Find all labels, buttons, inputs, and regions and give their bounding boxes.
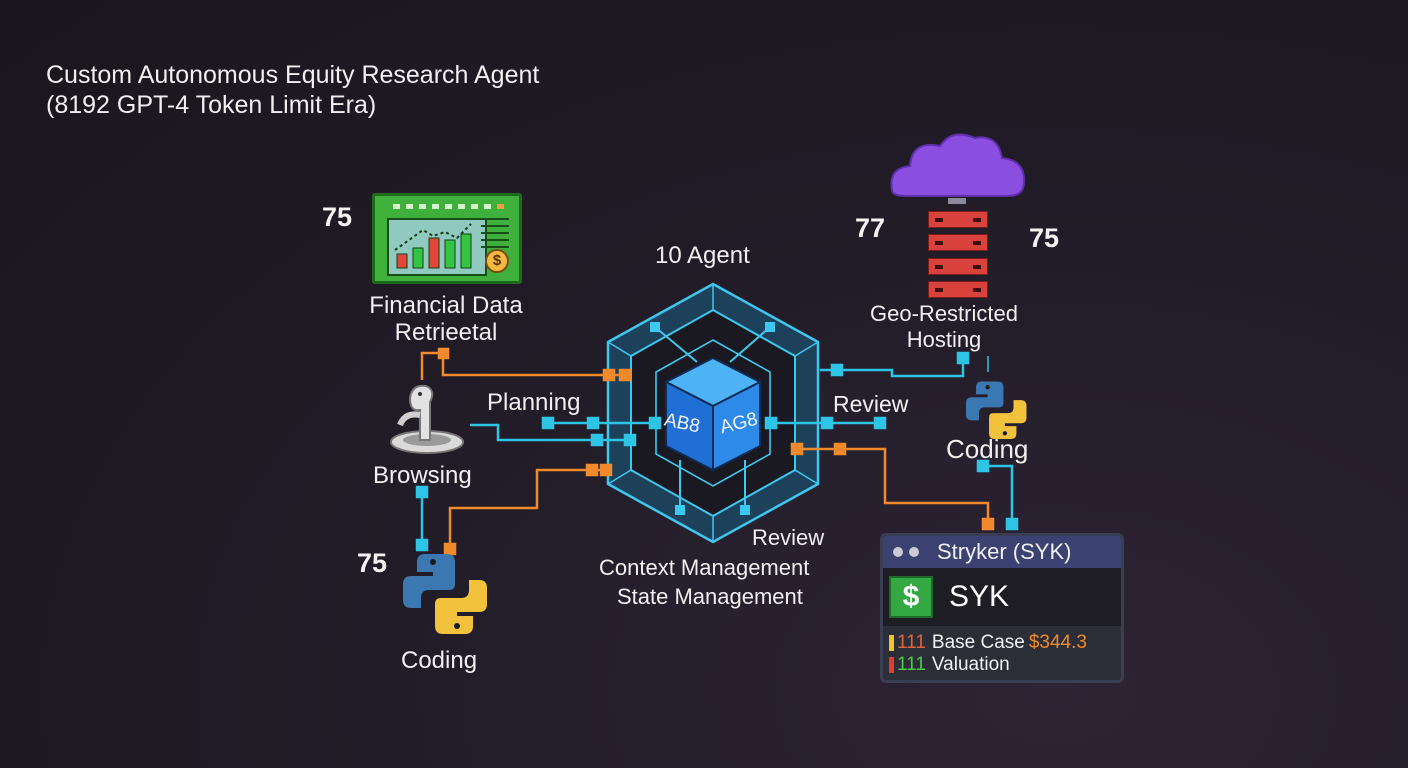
yellow-bar-icon bbox=[889, 635, 894, 651]
server-rack-icon bbox=[928, 211, 988, 228]
cyan-wires bbox=[415, 351, 1019, 552]
review-right-label: Review bbox=[833, 391, 909, 417]
red-bar-icon bbox=[889, 657, 894, 673]
planning-label: Planning bbox=[487, 389, 581, 416]
base-case-value: $344.3 bbox=[1028, 632, 1087, 653]
hosting-score-right: 75 bbox=[1029, 223, 1060, 253]
base-case-count: 111 bbox=[897, 632, 926, 653]
python-icon-right bbox=[966, 381, 1027, 440]
financial-score: 75 bbox=[322, 202, 353, 232]
review-bottom-label: Review bbox=[752, 525, 825, 550]
snake-icon bbox=[390, 384, 464, 454]
orange-wires bbox=[420, 347, 995, 556]
valuation-row: 111 Valuation bbox=[889, 654, 1121, 676]
hosting-score-left: 77 bbox=[855, 213, 886, 243]
state-management-label: State Management bbox=[617, 584, 803, 609]
coding-left-label: Coding bbox=[401, 647, 478, 674]
agent-cube bbox=[663, 356, 763, 472]
financial-label: Financial Data Retrieetal bbox=[369, 292, 523, 346]
window-dot-icon bbox=[909, 547, 919, 557]
base-case-label: Base Case bbox=[931, 632, 1025, 653]
dollar-coin-icon: $ bbox=[485, 249, 509, 273]
valuation-label: Valuation bbox=[931, 654, 1010, 675]
title-line-1: Custom Autonomous Equity Research Agent bbox=[46, 61, 540, 89]
base-case-row: 111 Base Case $344.3 bbox=[889, 632, 1121, 654]
stock-card-header: Stryker (SYK) bbox=[883, 536, 1121, 568]
browsing-label: Browsing bbox=[373, 462, 472, 489]
context-management-label: Context Management bbox=[599, 555, 810, 580]
diagram-title: Custom Autonomous Equity Research Agent … bbox=[46, 60, 539, 120]
valuation-count: 111 bbox=[897, 654, 926, 675]
agent-count-label: 10 Agent bbox=[655, 242, 750, 269]
hexagon-core-ring bbox=[655, 339, 771, 487]
title-line-2: (8192 GPT-4 Token Limit Era) bbox=[46, 91, 377, 119]
window-dot-icon bbox=[893, 547, 903, 557]
dollar-icon: $ bbox=[889, 576, 933, 618]
coding-score: 75 bbox=[357, 548, 388, 578]
stock-ticker: SYK bbox=[949, 580, 1010, 613]
coding-right-label: Coding bbox=[946, 434, 1029, 464]
cloud-icon bbox=[890, 133, 1026, 204]
hosting-label: Geo-Restricted Hosting bbox=[870, 301, 1018, 352]
python-icon-left bbox=[403, 554, 487, 634]
financial-chart-icon: $ bbox=[372, 193, 522, 284]
stock-card[interactable]: Stryker (SYK) $ SYK 111 Base Case $344.3… bbox=[880, 533, 1124, 683]
stock-name: Stryker (SYK) bbox=[937, 539, 1072, 564]
